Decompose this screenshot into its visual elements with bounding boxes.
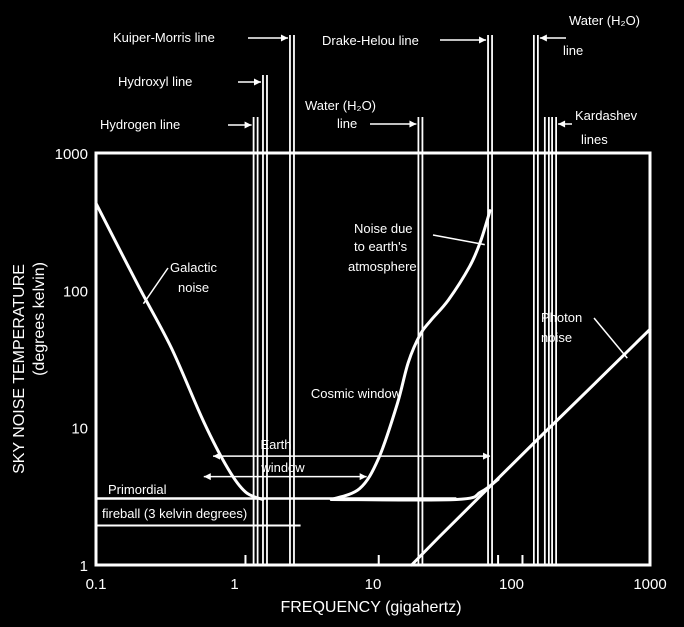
label-hydroxyl-line-arrow-head: [253, 78, 261, 86]
plot-frame: [94, 151, 652, 567]
series-atmosphere-noise: [329, 209, 492, 501]
label-water-line-2-a: Water (H₂O): [569, 13, 640, 28]
label-atmosphere-noise-c: atmosphere: [348, 259, 417, 274]
label-hydrogen-line: Hydrogen line: [100, 117, 180, 132]
spectral-line-4-gap: [489, 35, 492, 565]
spectral-lines-group: [252, 35, 557, 565]
label-water-line-1-a: Water (H₂O): [305, 98, 376, 113]
label-primordial: Primordial: [108, 482, 167, 497]
spectral-line-6-gap: [545, 117, 548, 565]
spectral-line-7-gap: [553, 117, 556, 565]
label-photon-noise-a: Photon: [541, 310, 582, 325]
series-photon-noise: [410, 327, 652, 567]
label-drake-helou-line-arrow-head: [479, 36, 487, 44]
series-noise-floor: [329, 477, 500, 502]
label-cosmic-window: Cosmic window: [311, 386, 402, 401]
spectral-line-3-gap: [419, 117, 422, 565]
x-tick-label-2: 10: [365, 576, 382, 593]
label-kuiper-morris-line-arrow-head: [280, 34, 288, 42]
y-tick-label-1: 10: [71, 421, 88, 438]
label-kardashev-arrow-head: [558, 120, 566, 128]
label-drake-helou-line: Drake-Helou line: [322, 33, 419, 48]
label-photon-noise-leader: [593, 317, 628, 359]
label-kardashev-b: lines: [581, 132, 608, 147]
label-water-line-1-arrow-head: [409, 120, 417, 128]
range-arrow-0-head: [483, 452, 491, 460]
y-axis-label-units: (degrees kelvin): [31, 262, 48, 376]
label-earth-window-b: window: [260, 460, 305, 475]
x-tick-label-1: 1: [230, 576, 238, 593]
x-tick-label-3: 100: [499, 576, 524, 593]
label-hydrogen-line-arrow-head: [244, 121, 252, 129]
plot-frame-group: [94, 151, 652, 567]
y-tick-label-2: 100: [63, 283, 88, 300]
label-atmosphere-noise-a: Noise due: [354, 221, 413, 236]
series-galactic-noise: [94, 201, 265, 501]
spectral-line-2-gap: [290, 35, 293, 565]
range-arrow-0-head-start: [213, 452, 221, 460]
label-atmosphere-noise-b: to earth's: [354, 239, 408, 254]
label-fireball: fireball (3 kelvin degrees): [102, 506, 247, 521]
label-atmosphere-noise-leader: [432, 234, 485, 246]
x-axis-label: FREQUENCY (gigahertz): [280, 599, 461, 616]
spectral-line-5-gap: [534, 35, 537, 565]
label-galactic-noise-a: Galactic: [170, 260, 217, 275]
y-axis-label: SKY NOISE TEMPERATURE: [11, 264, 28, 474]
label-earth-window-a: Earth: [260, 437, 291, 452]
label-kuiper-morris-line: Kuiper-Morris line: [113, 30, 215, 45]
x-tick-label-4: 1000: [633, 576, 666, 593]
label-water-line-2-b: line: [563, 43, 583, 58]
x-tick-label-0: 0.1: [86, 576, 107, 593]
arrows-group: [142, 34, 628, 481]
y-tick-label-3: 1000: [55, 146, 88, 163]
label-hydroxyl-line: Hydroxyl line: [118, 74, 192, 89]
label-kardashev-a: Kardashev: [575, 108, 638, 123]
spectral-line-0-gap: [254, 117, 257, 565]
range-arrow-1-head: [359, 473, 367, 481]
label-photon-noise-b: noise: [541, 330, 572, 345]
label-water-line-1-b: line: [337, 116, 357, 131]
y-tick-label-0: 1: [80, 558, 88, 575]
label-galactic-noise-leader: [142, 267, 169, 305]
label-galactic-noise-b: noise: [178, 280, 209, 295]
series-group: [94, 201, 652, 567]
range-arrow-1-head-start: [203, 473, 211, 481]
spectral-line-1-gap: [263, 75, 266, 565]
label-water-line-2-arrow-head: [539, 34, 547, 42]
